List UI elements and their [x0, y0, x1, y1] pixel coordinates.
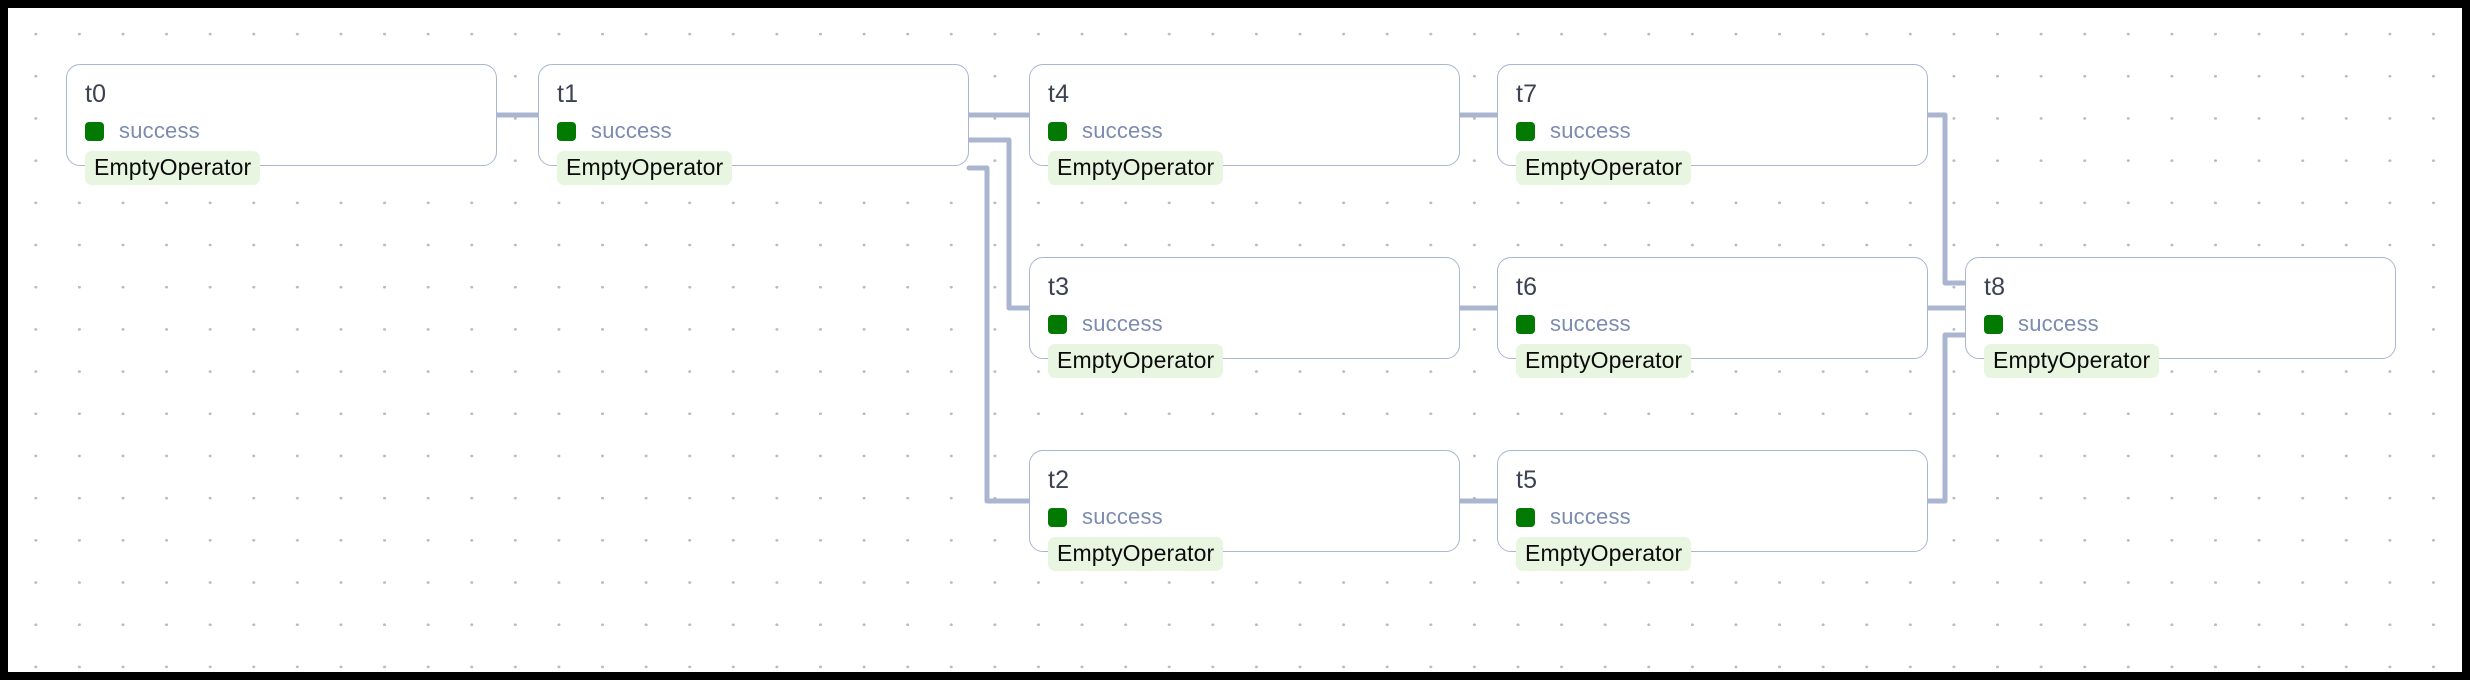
edge-t7-t8 [1925, 112, 1968, 286]
operator-badge: EmptyOperator [1516, 344, 1692, 378]
dag-node-t4[interactable]: t4 success EmptyOperator [1029, 64, 1460, 185]
status-success-icon [1984, 314, 2003, 334]
dag-node-t1[interactable]: t1 success EmptyOperator [538, 64, 969, 185]
status-success-icon [1516, 507, 1535, 527]
dag-node-t2[interactable]: t2 success EmptyOperator [1029, 450, 1460, 571]
status-label: success [1082, 118, 1163, 143]
dag-graph-canvas[interactable]: t0 success EmptyOperator t1 success Empt… [8, 8, 2462, 672]
status-label: success [1550, 504, 1631, 529]
dag-node-status: success [1048, 312, 1441, 336]
dag-node-status: success [1048, 119, 1441, 143]
dag-node-title: t7 [1516, 80, 1538, 108]
status-label: success [1550, 311, 1631, 336]
operator-badge: EmptyOperator [1984, 344, 2160, 378]
dag-node-title: t6 [1516, 273, 1538, 301]
operator-badge: EmptyOperator [1048, 151, 1224, 185]
dag-node-status: success [1516, 312, 1909, 336]
dag-node-status: success [85, 119, 478, 143]
status-success-icon [557, 121, 576, 141]
dag-node-title: t1 [557, 80, 579, 108]
operator-badge: EmptyOperator [1516, 537, 1692, 571]
dag-node-status: success [1516, 119, 1909, 143]
dag-node-title: t8 [1984, 273, 2006, 301]
dag-node-title: t5 [1516, 466, 1538, 494]
edge-t1-t2 [966, 165, 1032, 504]
dag-node-title: t2 [1048, 466, 1070, 494]
dag-node-t3[interactable]: t3 success EmptyOperator [1029, 257, 1460, 378]
status-success-icon [1516, 314, 1535, 334]
operator-badge: EmptyOperator [557, 151, 733, 185]
dag-node-status: success [1048, 505, 1441, 529]
operator-badge: EmptyOperator [1048, 344, 1224, 378]
dag-node-t8[interactable]: t8 success EmptyOperator [1965, 257, 2396, 378]
operator-badge: EmptyOperator [1048, 537, 1224, 571]
status-label: success [119, 118, 200, 143]
dag-node-title: t0 [85, 80, 107, 108]
operator-badge: EmptyOperator [85, 151, 261, 185]
dag-node-t6[interactable]: t6 success EmptyOperator [1497, 257, 1928, 378]
status-success-icon [1048, 507, 1067, 527]
status-label: success [591, 118, 672, 143]
status-success-icon [1516, 121, 1535, 141]
dag-node-title: t4 [1048, 80, 1070, 108]
dag-node-status: success [1984, 312, 2377, 336]
dag-node-title: t3 [1048, 273, 1070, 301]
operator-badge: EmptyOperator [1516, 151, 1692, 185]
edge-t5-t8 [1925, 332, 1968, 504]
edge-t1-t3 [966, 137, 1032, 311]
status-success-icon [1048, 121, 1067, 141]
status-label: success [1082, 504, 1163, 529]
status-label: success [1550, 118, 1631, 143]
status-label: success [1082, 311, 1163, 336]
dag-node-t7[interactable]: t7 success EmptyOperator [1497, 64, 1928, 185]
dag-node-t0[interactable]: t0 success EmptyOperator [66, 64, 497, 185]
status-success-icon [85, 121, 104, 141]
status-success-icon [1048, 314, 1067, 334]
dag-node-t5[interactable]: t5 success EmptyOperator [1497, 450, 1928, 571]
status-label: success [2018, 311, 2099, 336]
dag-node-status: success [557, 119, 950, 143]
dag-node-status: success [1516, 505, 1909, 529]
